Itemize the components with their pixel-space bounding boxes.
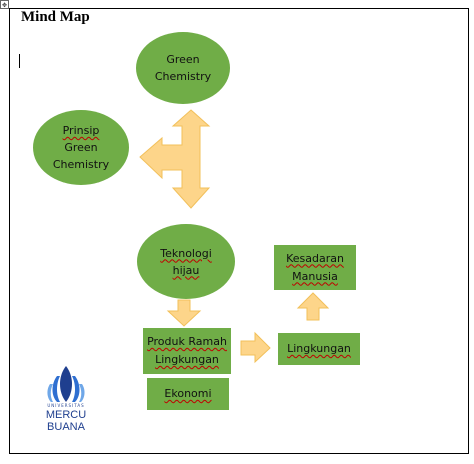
node-label-line: Manusia [292,269,338,283]
arrow-produk-to-lingkungan [240,331,271,364]
node-produk-ramah-lingkungan: Produk Ramah Lingkungan [143,328,231,374]
logo-name: MERCU BUANA [45,409,87,433]
move-handle-icon[interactable]: ✥ [0,0,9,9]
text-caret [19,54,20,68]
three-way-arrow [139,109,211,209]
node-label-line: Kesadaran [286,251,344,265]
node-label-line: Lingkungan [287,342,351,355]
node-prinsip-green-chemistry: Prinsip Green Chemistry [33,110,129,185]
node-label-line: Lingkungan [155,353,219,366]
node-lingkungan: Lingkungan [278,333,360,365]
node-kesadaran-manusia: Kesadaran Manusia [274,245,356,290]
node-label-line: Chemistry [52,158,110,171]
node-label-line: Green [64,141,98,154]
node-label-line: Chemistry [154,70,212,83]
page-title: Mind Map [21,9,90,25]
arrow-teknologi-to-produk [166,299,202,327]
node-label-line: hijau [172,263,200,277]
node-label-line: Prinsip [62,124,100,137]
arrow-lingkungan-to-kesadaran [296,292,330,321]
mind-map-frame [9,8,469,454]
node-label-line: Green [166,53,200,66]
university-logo-icon [47,366,85,402]
node-label-line: Produk Ramah [147,335,227,348]
node-ekonomi: Ekonomi [147,378,229,410]
node-label-line: Teknologi [160,246,212,260]
logo-university-label: UNIVERSITAS [47,403,85,408]
node-teknologi-hijau: Teknologi hijau [137,224,235,299]
node-green-chemistry: Green Chemistry [136,32,230,104]
node-label-line: Ekonomi [164,387,212,400]
